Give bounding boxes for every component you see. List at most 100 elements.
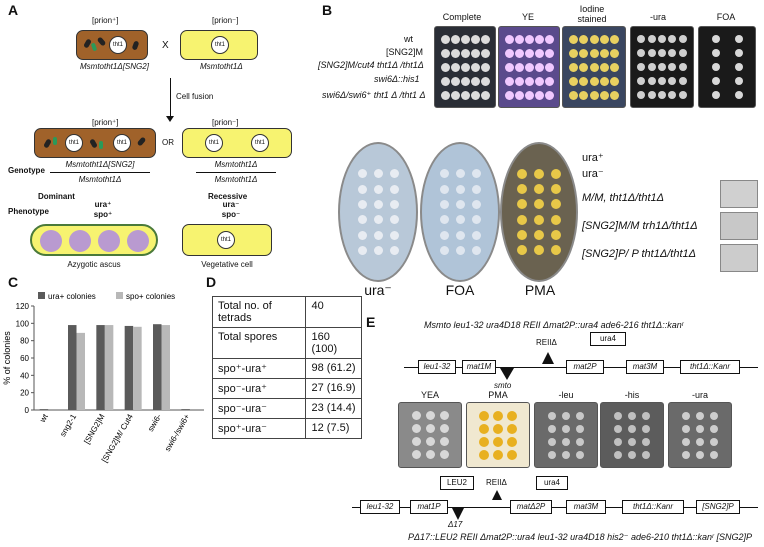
colony-spot <box>480 90 490 100</box>
prion-minus-label-mid: [prion⁻] <box>212 118 239 127</box>
prion-plus-label-mid: [prion⁺] <box>92 118 119 127</box>
nucleus: tht1 <box>113 134 131 152</box>
colony-spot <box>514 48 524 58</box>
row-label-sng2m: [SNG2]M <box>386 47 424 57</box>
e-plate-label-his: -his <box>624 390 640 400</box>
colony-spot <box>517 199 528 210</box>
colony-spot <box>534 168 544 179</box>
col-label-iodine: Iodine stained <box>577 4 607 24</box>
colony-spot <box>637 91 646 99</box>
colony-spot <box>411 411 421 420</box>
colony-spot <box>373 184 383 194</box>
plate-ye <box>498 26 560 108</box>
row-label-swi6-hetero: swi6Δ/swi6⁺ tht1 Δ /tht1 Δ <box>322 90 426 100</box>
colony-spot <box>734 49 743 57</box>
bar-spo <box>76 332 85 410</box>
colony-spot <box>479 410 489 421</box>
col-label-ye: YE <box>521 12 534 22</box>
row-value: 23 (14.4) <box>305 398 362 419</box>
col-label-ura: -ura <box>649 12 666 22</box>
colony-spot <box>576 450 584 459</box>
colony-spot <box>579 90 589 100</box>
label-ura-plus: ura⁺ <box>582 152 604 164</box>
colony-spot <box>480 34 490 44</box>
spore <box>98 230 120 252</box>
colony-spot <box>610 48 620 58</box>
colony-spot <box>425 411 435 420</box>
colony-spot <box>507 410 517 421</box>
colony-spot <box>460 34 470 44</box>
colony-spot <box>599 76 609 86</box>
colony-spot <box>450 90 460 100</box>
colony-spot <box>389 230 399 240</box>
col-label-complete: Complete <box>442 12 482 22</box>
bar-ura <box>153 324 162 410</box>
colony-spot <box>470 62 480 72</box>
vegetative-cell: tht1 <box>182 224 272 256</box>
colony-spot <box>544 34 554 44</box>
colony-spot <box>550 199 561 210</box>
colony-spot <box>440 48 450 58</box>
pheno-left-ura: ura⁺ <box>94 200 112 209</box>
colony-spot <box>658 91 666 99</box>
azygotic-ascus <box>30 224 158 256</box>
colony-spot <box>599 62 609 72</box>
colony-spot <box>734 77 743 85</box>
gene-mat1m: mat1M <box>462 360 496 374</box>
colony-spot <box>507 449 517 460</box>
colony-spot <box>568 48 578 58</box>
colony-spot <box>373 230 383 240</box>
colony-spot <box>599 48 609 58</box>
nucleus: tht1 <box>109 36 127 54</box>
x-tick-label: [SNG2]M <box>82 412 106 445</box>
bar-spo <box>133 326 142 410</box>
colony-spot <box>455 245 465 255</box>
colony-spot <box>357 169 367 179</box>
colony-spot <box>678 77 687 85</box>
bar-spo <box>104 325 114 410</box>
gene-mat3m-bottom: mat3M <box>566 500 606 514</box>
pheno-right-spo: spo⁻ <box>221 210 241 219</box>
geno-left-bottom: Msmtotht1Δ <box>78 175 122 184</box>
colony-spot <box>455 184 465 194</box>
row-label-wt: wt <box>404 34 413 44</box>
geno-right-bottom: Msmtotht1Δ <box>214 175 258 184</box>
colony-spot <box>460 76 470 86</box>
phenotype-label: Phenotype <box>8 207 49 216</box>
colony-spot <box>548 424 556 433</box>
colony-spot <box>534 184 544 194</box>
colony-spot <box>710 424 718 433</box>
colony-spot <box>460 62 470 72</box>
colony-spot <box>389 215 399 225</box>
colony-spot <box>568 90 578 100</box>
e-plate-ura <box>668 402 732 468</box>
colony-spot <box>696 450 704 459</box>
e-plate-leu <box>534 402 598 468</box>
label-sng2-pp: [SNG2]P/ P tht1Δ/tht1Δ <box>582 248 697 260</box>
colony-spot <box>734 35 743 43</box>
row-value: 40 <box>305 296 362 328</box>
colony-spot <box>504 34 514 44</box>
genotype-label: Genotype <box>8 166 45 175</box>
insert-leu2: LEU2 <box>440 476 474 490</box>
colony-spot <box>425 450 435 459</box>
label-ura-minus: ura⁻ <box>582 168 604 180</box>
colony-spot <box>450 34 460 44</box>
prion-minus-label-top: [prion⁻] <box>212 16 239 25</box>
colony-spot <box>548 411 556 420</box>
colony-spot <box>668 91 677 99</box>
spore <box>69 230 91 252</box>
row-label-swi6: swi6Δ::his1 <box>374 74 420 84</box>
y-tick-label: 20 <box>20 389 29 398</box>
colony-spot <box>470 90 480 100</box>
y-tick-label: 0 <box>25 406 30 415</box>
panel-e-label: E <box>366 314 376 330</box>
colony-spot <box>471 245 481 255</box>
colony-spot <box>440 62 450 72</box>
plate-complete <box>434 26 496 108</box>
colony-spot <box>658 35 666 43</box>
colony-spot <box>439 199 449 209</box>
geno-right-top: Msmtotht1Δ <box>214 160 258 169</box>
label-sng2-mm: [SNG2]M/M trh1Δ/tht1Δ <box>582 220 698 232</box>
